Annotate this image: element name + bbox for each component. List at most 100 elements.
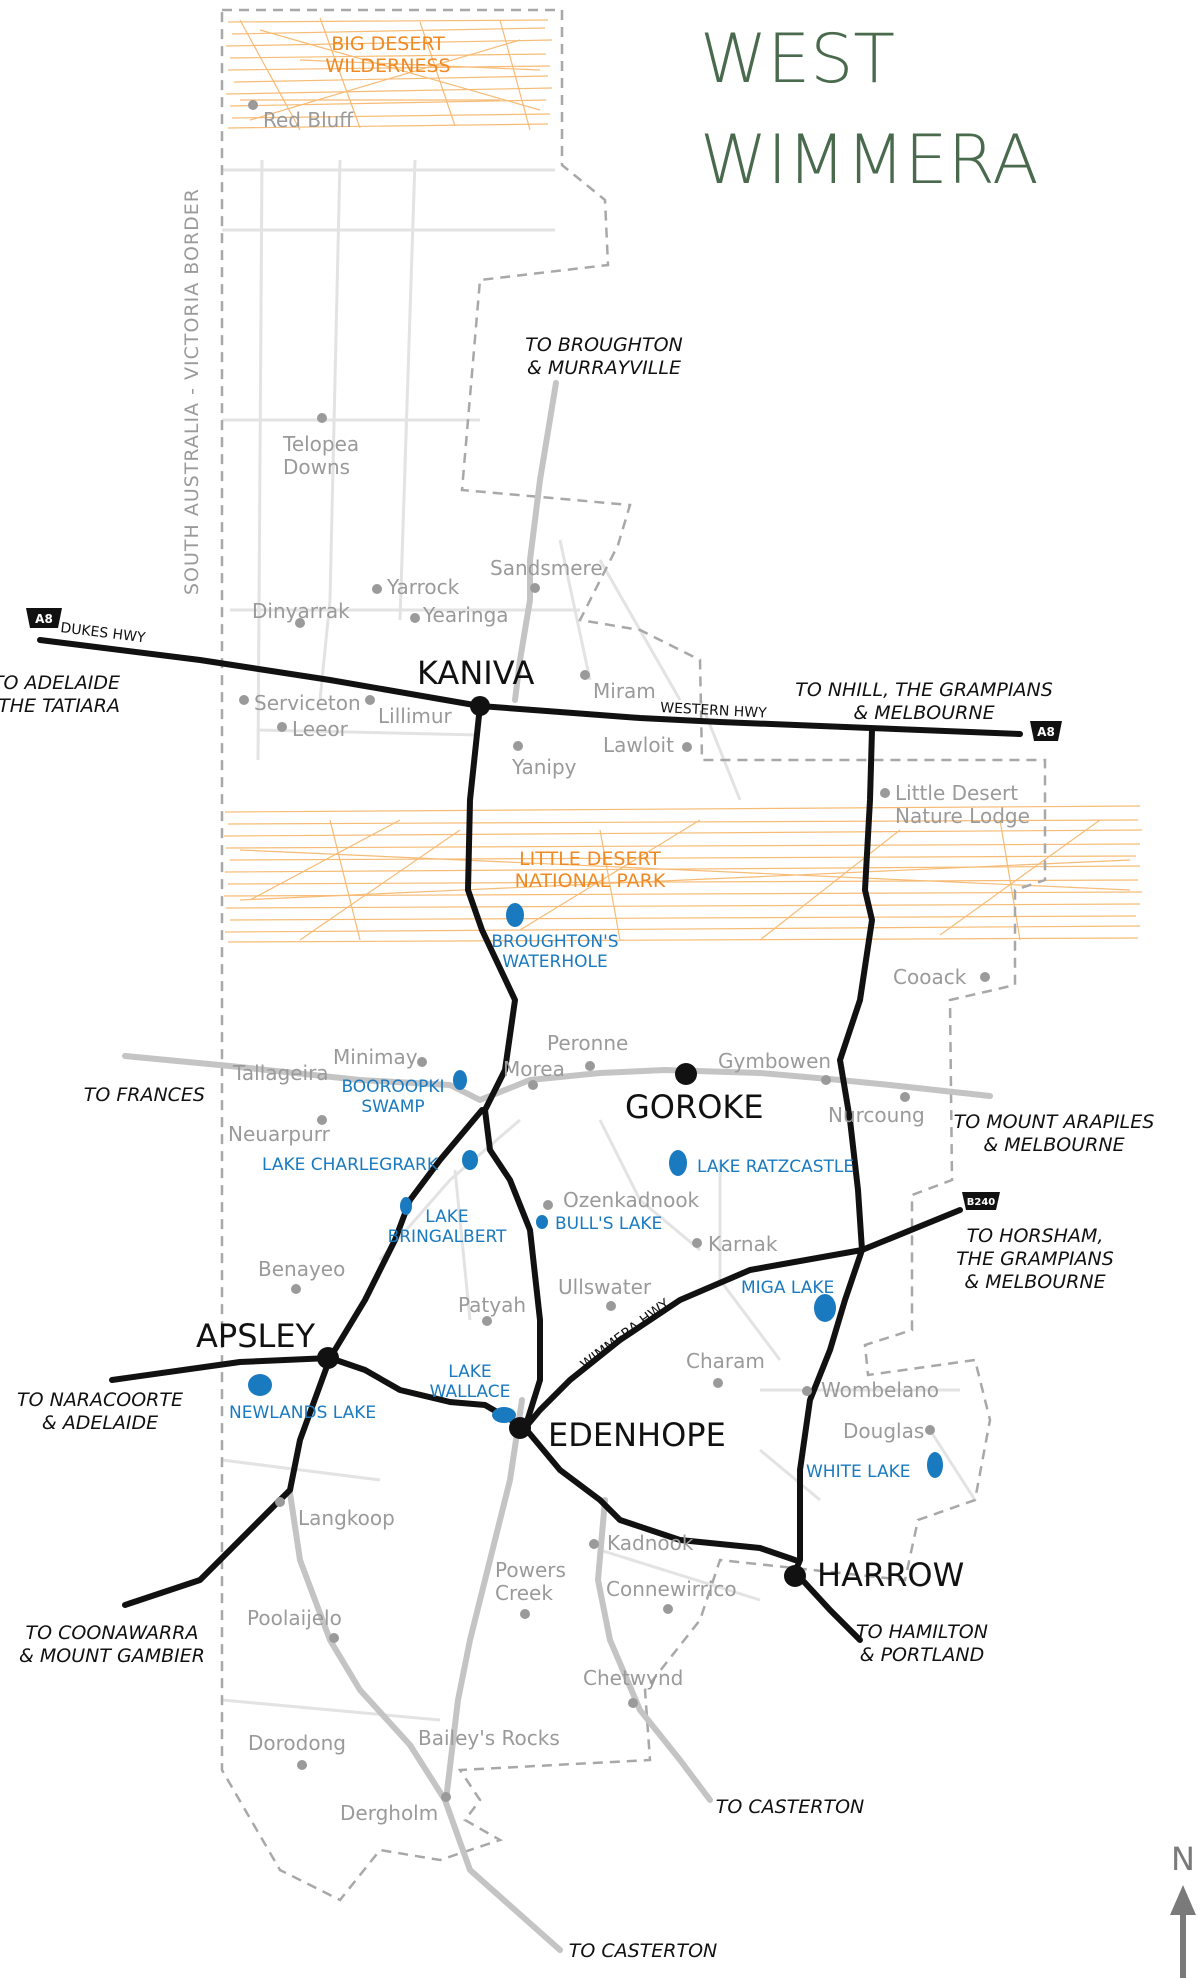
newlands-lake-label: NEWLANDS LAKE xyxy=(229,1403,376,1423)
lawloit-label: Lawloit xyxy=(603,733,674,757)
harrow-label: HARROW xyxy=(817,1556,964,1594)
connewirrico-label: Connewirrico xyxy=(606,1577,737,1601)
to-mount-arapiles-label: TO MOUNT ARAPILES& MELBOURNE xyxy=(954,1111,1155,1156)
patyah-label: Patyah xyxy=(458,1293,526,1317)
benayeo-label: Benayeo xyxy=(258,1257,345,1281)
neuarpurr-label: Neuarpurr xyxy=(228,1122,331,1146)
title-line-2: WIMMERA xyxy=(700,121,1039,200)
lake-shapes xyxy=(248,903,943,1478)
little-desert-shading xyxy=(223,805,1143,943)
major-town-dots xyxy=(317,696,806,1587)
yarrock-label: Yarrock xyxy=(386,575,460,599)
newlands-lake-shape xyxy=(248,1374,272,1396)
b240-shield: B240 xyxy=(962,1192,1000,1210)
kadnook-label: Kadnook xyxy=(607,1531,694,1555)
cooack-label: Cooack xyxy=(893,965,967,989)
karnak-label: Karnak xyxy=(708,1232,778,1256)
lake-wallace-shape xyxy=(492,1407,516,1423)
morea-label: Morea xyxy=(503,1057,565,1081)
minor-roads xyxy=(122,380,993,1953)
dinyarrak-label: Dinyarrak xyxy=(252,599,350,623)
western-hwy-label: WESTERN HWY xyxy=(660,700,768,722)
to-naracoorte-label: TO NARACOORTE& ADELAIDE xyxy=(17,1389,183,1434)
yanipy-label: Yanipy xyxy=(511,755,577,779)
bulls-lake-label: BULL'S LAKE xyxy=(555,1214,662,1234)
white-lake-shape xyxy=(927,1452,943,1478)
to-coonawarra-label: TO COONAWARRA& MOUNT GAMBIER xyxy=(19,1622,205,1667)
lake-ratzcastle-label: LAKE RATZCASTLE xyxy=(697,1157,854,1177)
charam-label: Charam xyxy=(686,1349,765,1373)
wimmera-hwy-label: WIMMERA HWY xyxy=(578,1296,674,1373)
to-adelaide-tatiara-label: TO ADELAIDE& THE TATIARA xyxy=(0,672,120,717)
lake-ratzcastle-shape xyxy=(669,1150,687,1176)
dukes-western-highway xyxy=(37,637,1023,737)
minor-town-dots xyxy=(239,100,990,1802)
yearinga-label: Yearinga xyxy=(422,603,509,627)
to-frances-label: TO FRANCES xyxy=(84,1084,205,1106)
harrow-dot xyxy=(784,1565,806,1587)
b240-label: B240 xyxy=(967,1197,996,1208)
goroke-dot xyxy=(675,1063,697,1085)
douglas-label: Douglas xyxy=(843,1419,924,1443)
dergholm-label: Dergholm xyxy=(340,1801,438,1825)
langkoop-label: Langkoop xyxy=(298,1506,395,1530)
big-desert-shading xyxy=(225,17,553,131)
to-nhill-label: TO NHILL, THE GRAMPIANS& MELBOURNE xyxy=(795,679,1053,724)
goroke-label: GOROKE xyxy=(625,1088,764,1126)
nurcoung-label: Nurcoung xyxy=(828,1103,925,1127)
miram-label: Miram xyxy=(593,679,656,703)
ozenkadnook-label: Ozenkadnook xyxy=(563,1188,700,1212)
peronne-label: Peronne xyxy=(547,1031,628,1055)
title-line-1: WEST xyxy=(700,20,895,99)
lake-charlegrark-shape xyxy=(462,1150,478,1170)
north-arrow: N xyxy=(1170,1840,1196,1978)
a8-east-label: A8 xyxy=(1037,725,1055,739)
to-casterton-1-label: TO CASTERTON xyxy=(716,1796,865,1818)
leeor-label: Leeor xyxy=(292,717,349,741)
shire-boundary xyxy=(220,8,1047,1902)
apsley-dot xyxy=(317,1347,339,1369)
map-title: WEST WIMMERA xyxy=(700,20,1039,200)
north-label: N xyxy=(1171,1840,1195,1878)
a8-east-shield: A8 xyxy=(1030,721,1062,741)
local-tracks xyxy=(221,159,977,1722)
kaniva-label: KANIVA xyxy=(417,654,535,692)
lake-bringalbert-shape xyxy=(400,1197,412,1215)
white-lake-label: WHITE LAKE xyxy=(806,1462,911,1482)
miga-lake-label: MIGA LAKE xyxy=(741,1278,834,1298)
minimay-label: Minimay xyxy=(333,1045,418,1069)
to-broughton-label: TO BROUGHTON& MURRAYVILLE xyxy=(525,334,682,379)
chetwynd-label: Chetwynd xyxy=(583,1666,683,1690)
tallageira-label: Tallageira xyxy=(232,1061,329,1085)
ullswater-label: Ullswater xyxy=(558,1275,652,1299)
to-hamilton-label: TO HAMILTON& PORTLAND xyxy=(856,1621,988,1666)
serviceton-label: Serviceton xyxy=(254,691,361,715)
dorodong-label: Dorodong xyxy=(248,1731,346,1755)
lake-charlegrark-label: LAKE CHARLEGRARK xyxy=(262,1155,439,1175)
major-roads xyxy=(37,637,1023,1643)
edenhope-label: EDENHOPE xyxy=(548,1416,726,1454)
to-casterton-2-label: TO CASTERTON xyxy=(569,1940,718,1962)
bulls-lake-shape xyxy=(536,1215,548,1229)
kaniva-dot xyxy=(470,696,490,716)
edenhope-dot xyxy=(509,1417,531,1439)
gymbowen-label: Gymbowen xyxy=(718,1049,831,1073)
highway-shields: A8 A8 B240 xyxy=(26,608,1062,1210)
to-horsham-label: TO HORSHAM,THE GRAMPIANS& MELBOURNE xyxy=(956,1225,1114,1293)
booroopki-swamp-shape xyxy=(453,1070,467,1090)
wombelano-label: Wombelano xyxy=(821,1378,939,1402)
state-border-label: SOUTH AUSTRALIA - VICTORIA BORDER xyxy=(181,188,203,595)
miga-lake-shape xyxy=(814,1294,836,1322)
a8-west-shield: A8 xyxy=(26,608,62,628)
a8-west-label: A8 xyxy=(35,612,53,626)
lillimur-label: Lillimur xyxy=(378,704,453,728)
